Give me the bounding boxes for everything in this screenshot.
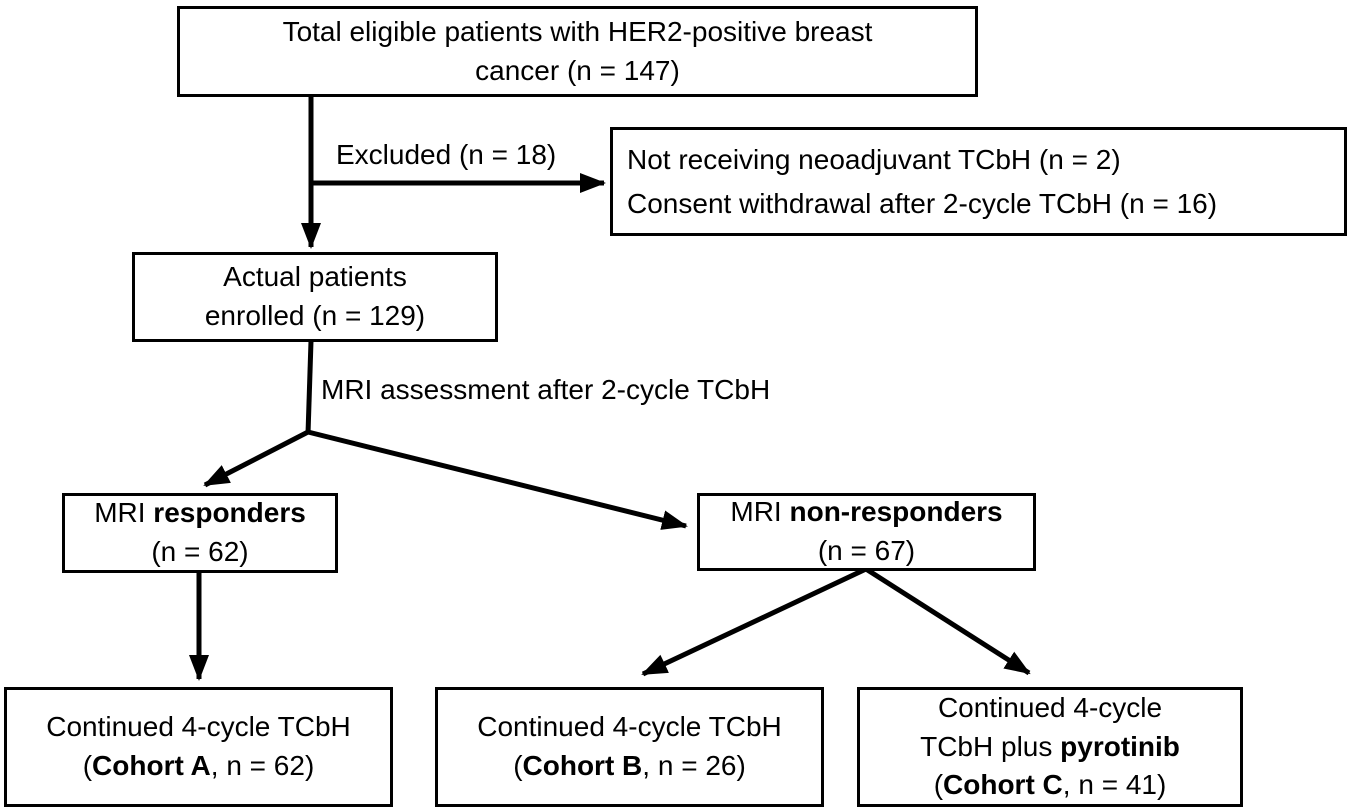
box-cohort-c-line3-rest: , n = 41) (1062, 769, 1167, 801)
line-enrolled-to-branch (305, 340, 314, 435)
box-excluded-line1: Not receiving neoadjuvant TCbH (n = 2) (627, 144, 1121, 176)
arrow-branch-to-responders (203, 429, 310, 488)
box-non-responders-line1-regular: MRI (730, 496, 790, 528)
box-cohort-c-line3-open: ( (933, 769, 944, 801)
box-cohort-c: Continued 4-cycle TCbH plus pyrotinib (C… (857, 687, 1243, 807)
box-total-line1: Total eligible patients with HER2-positi… (282, 15, 873, 47)
arrow-non-responders-to-cohort-b (641, 566, 868, 677)
box-cohort-b-line2-bold: Cohort B (522, 750, 643, 781)
box-total-eligible: Total eligible patients with HER2-positi… (177, 6, 978, 97)
box-cohort-b: Continued 4-cycle TCbH (Cohort B, n = 26… (435, 687, 824, 807)
box-cohort-c-line3: (Cohort C, n = 41) (934, 766, 1167, 805)
box-responders-line1-bold: responders (153, 497, 306, 529)
excluded-label: Excluded (n = 18) (336, 139, 557, 170)
box-cohort-c-line2-bold: pyrotinib (1060, 730, 1180, 762)
box-cohort-c-line3-bold: Cohort C (943, 769, 1063, 801)
box-cohort-b-line2-open: ( (513, 750, 523, 781)
box-non-responders-line1-bold: non-responders (789, 496, 1003, 528)
box-cohort-a-line1: Continued 4-cycle TCbH (46, 711, 351, 743)
box-cohort-c-line1: Continued 4-cycle (937, 692, 1163, 724)
arrow-branch-to-non-responders (307, 429, 688, 530)
box-cohort-b-line2-rest: , n = 26) (642, 750, 746, 781)
box-mri-non-responders: MRI non-responders (n = 67) (697, 493, 1036, 571)
arrow-non-responders-to-cohort-c (864, 566, 1031, 676)
box-responders-line1-regular: MRI (94, 497, 154, 529)
box-total-line2: cancer (n = 147) (475, 54, 680, 86)
box-enrolled-line1: Actual patients (223, 261, 407, 293)
box-responders-line2: (n = 62) (151, 536, 249, 567)
box-cohort-c-line2: TCbH plus pyrotinib (920, 728, 1180, 767)
box-excluded-reasons: Not receiving neoadjuvant TCbH (n = 2) C… (610, 127, 1347, 236)
box-non-responders-line2: (n = 67) (817, 535, 916, 566)
box-mri-responders: MRI responders (n = 62) (62, 493, 338, 573)
box-non-responders-line1: MRI non-responders (730, 493, 1002, 532)
mri-assessment-label: MRI assessment after 2-cycle TCbH (321, 374, 771, 405)
box-cohort-a-line2-rest: , n = 62) (210, 750, 315, 781)
box-enrolled: Actual patients enrolled (n = 129) (132, 252, 498, 342)
box-cohort-b-line2: (Cohort B, n = 26) (513, 747, 746, 786)
box-cohort-a-line2-bold: Cohort A (92, 750, 211, 781)
box-cohort-a: Continued 4-cycle TCbH (Cohort A, n = 62… (4, 687, 393, 807)
box-enrolled-line2: enrolled (n = 129) (204, 300, 426, 331)
box-responders-line1: MRI responders (94, 494, 306, 533)
box-cohort-a-line2: (Cohort A, n = 62) (83, 747, 315, 786)
box-cohort-b-line1: Continued 4-cycle TCbH (477, 711, 782, 743)
box-cohort-a-line2-open: ( (82, 750, 93, 781)
box-excluded-line2: Consent withdrawal after 2-cycle TCbH (n… (627, 187, 1218, 219)
box-cohort-c-line2-regular: TCbH plus (920, 730, 1061, 762)
